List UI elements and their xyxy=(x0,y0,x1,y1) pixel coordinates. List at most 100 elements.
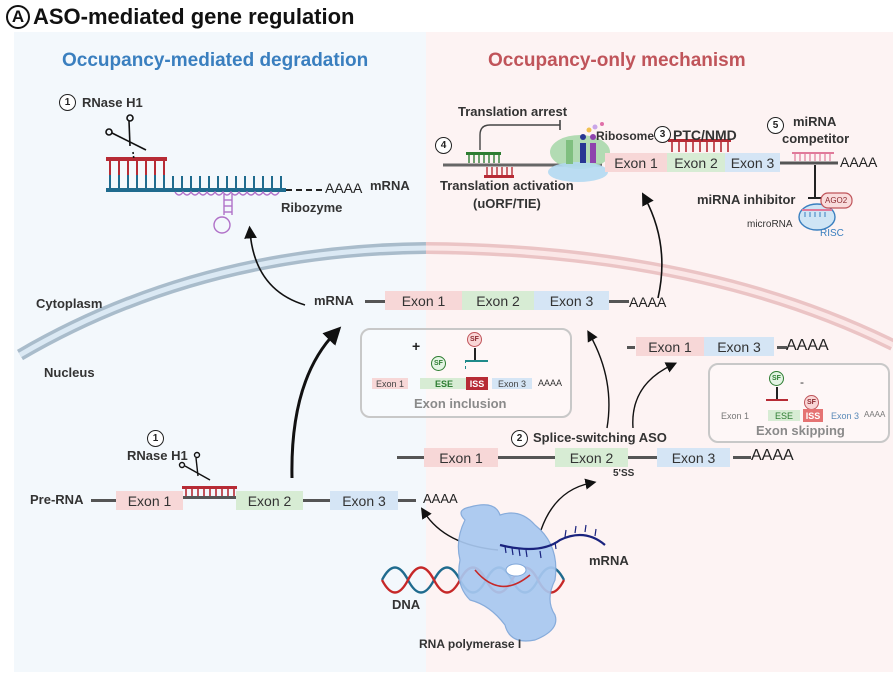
scissors-icon-small xyxy=(178,451,211,481)
ptc-aso xyxy=(668,139,731,152)
skipping-exon-3: Exon 3 xyxy=(830,410,860,421)
dna-label: DNA xyxy=(392,597,421,612)
translation-arrest-label: Translation arrest xyxy=(458,104,568,119)
exon-skipping-box: SF - SF Exon 1 ESE ISS Exon 3 AAAA Exon … xyxy=(708,363,890,443)
mature-mrna-line xyxy=(365,300,385,303)
ago2-label: AGO2 xyxy=(825,196,848,205)
skipping-poly-a: AAAA xyxy=(864,410,886,419)
sf-activator: SF xyxy=(431,356,446,371)
poly-a-tail: AAAA xyxy=(325,180,363,196)
step-number-1-prerna: 1 xyxy=(147,430,164,447)
arrow-splice-to-skipped xyxy=(632,362,678,429)
inclusion-ese: ESE xyxy=(420,378,468,389)
inclusion-exon-1: Exon 1 xyxy=(372,378,408,389)
plus-sign: + xyxy=(412,338,421,354)
skipped-exon-3: Exon 3 xyxy=(704,337,774,356)
step-number-1: 1 xyxy=(59,94,76,111)
left-panel-background xyxy=(14,32,426,672)
aso-on-iss xyxy=(465,360,488,369)
cytoplasm-label: Cytoplasm xyxy=(36,296,103,311)
mature-exon-2: Exon 2 xyxy=(462,291,534,310)
inclusion-iss: ISS xyxy=(466,377,488,390)
nucleus-label: Nucleus xyxy=(44,365,95,380)
inhibition-line xyxy=(776,387,778,399)
sf-repressor: SF xyxy=(467,332,482,347)
splice-switching-label: Splice-switching ASO xyxy=(533,430,667,445)
sf-activator: SF xyxy=(769,371,784,386)
translation-activation-label: Translation activation xyxy=(440,178,574,193)
mirna-competitor-aso xyxy=(792,152,834,199)
mature-mrna-line-tail xyxy=(609,300,629,303)
nuclear-membrane xyxy=(16,242,893,361)
prerna-exon-2: Exon 2 xyxy=(236,491,303,510)
prerna-rnase-label: RNase H1 xyxy=(127,448,188,463)
ribosome-icon xyxy=(548,122,610,182)
mature-mrna-label: mRNA xyxy=(314,293,354,308)
arrow-to-ptc xyxy=(641,192,663,299)
inclusion-exon-3: Exon 3 xyxy=(492,378,532,389)
ribozyme xyxy=(174,190,280,234)
translation-activation-sub: (uORF/TIE) xyxy=(473,196,541,211)
ptc-exon-3: Exon 3 xyxy=(725,153,780,172)
mature-poly-a: AAAA xyxy=(629,294,667,310)
arrow-prerna-to-mrna xyxy=(290,326,342,479)
skipping-exon-1: Exon 1 xyxy=(720,410,750,421)
step-number-3: 3 xyxy=(654,126,671,143)
aso-on-ese xyxy=(766,399,788,407)
skipped-mrna-line xyxy=(627,346,635,349)
ptc-poly-a: AAAA xyxy=(840,154,878,170)
ribozyme-label: Ribozyme xyxy=(281,200,343,215)
mirna-inhibitor-label: miRNA inhibitor xyxy=(697,192,796,207)
exon-inclusion-box: + SF SF Exon 1 ESE ISS Exon 3 AAAA Exon … xyxy=(360,328,572,418)
scissors-icon xyxy=(105,114,147,161)
left-section-title: Occupancy-mediated degradation xyxy=(62,50,369,71)
mature-exon-3: Exon 3 xyxy=(534,291,609,310)
arrow-to-degradation xyxy=(244,225,306,306)
skipped-poly-a: AAAA xyxy=(786,337,829,354)
nascent-mrna xyxy=(499,524,606,559)
exon-skipping-title: Exon skipping xyxy=(756,423,845,438)
sf-repressor: SF xyxy=(804,395,819,410)
arrow-pol-to-splice xyxy=(540,478,597,531)
rna-polymerase-label: RNA polymerase I xyxy=(419,637,522,651)
microrna-label: microRNA xyxy=(747,219,793,230)
prerna-exon-1: Exon 1 xyxy=(116,491,183,510)
5ss-label: 5'SS xyxy=(613,468,635,479)
splice-exon-1: Exon 1 xyxy=(424,448,498,467)
prerna-line-3 xyxy=(303,499,330,502)
splice-poly-a: AAAA xyxy=(751,447,794,464)
step-number-2: 2 xyxy=(511,430,528,447)
panel-letter: A xyxy=(6,5,30,29)
skipping-iss: ISS xyxy=(803,409,823,422)
prerna-line-1 xyxy=(91,499,116,502)
ptc-nmd-label: PTC/NMD xyxy=(673,127,737,143)
mature-exon-1: Exon 1 xyxy=(385,291,462,310)
prerna-poly-a: AAAA xyxy=(423,491,458,506)
arrow-splice-to-mature xyxy=(587,330,610,429)
step-number-4: 4 xyxy=(435,137,452,154)
prerna-exon-3: Exon 3 xyxy=(330,491,398,510)
splice-line-1 xyxy=(397,456,424,459)
prerna-label: Pre-RNA xyxy=(30,492,84,507)
inhibition-line xyxy=(474,348,476,360)
rnase-h1-label: RNase H1 xyxy=(82,95,143,110)
splice-exon-3: Exon 3 xyxy=(657,448,730,467)
ptc-exon-2: Exon 2 xyxy=(667,153,725,172)
skipped-mrna-line-tail xyxy=(777,346,787,349)
right-section-title: Occupancy-only mechanism xyxy=(488,50,746,71)
risc-label: RISC xyxy=(820,228,844,239)
figure-title: A ASO-mediated gene regulation xyxy=(6,4,355,30)
skipped-exon-1: Exon 1 xyxy=(636,337,704,356)
exon-inclusion-title: Exon inclusion xyxy=(414,396,507,411)
aso-mrna-duplex xyxy=(106,157,322,192)
splice-line-2 xyxy=(498,456,555,459)
prerna-line-2 xyxy=(183,496,236,499)
inclusion-poly-a: AAAA xyxy=(538,378,563,388)
ribosome-label: Ribosome xyxy=(596,129,655,143)
mrna-label: mRNA xyxy=(370,178,410,193)
ptc-exon-1: Exon 1 xyxy=(605,153,667,172)
skipping-ese: ESE xyxy=(768,410,800,421)
prerna-line-4 xyxy=(398,499,416,502)
splice-line-4 xyxy=(733,456,751,459)
